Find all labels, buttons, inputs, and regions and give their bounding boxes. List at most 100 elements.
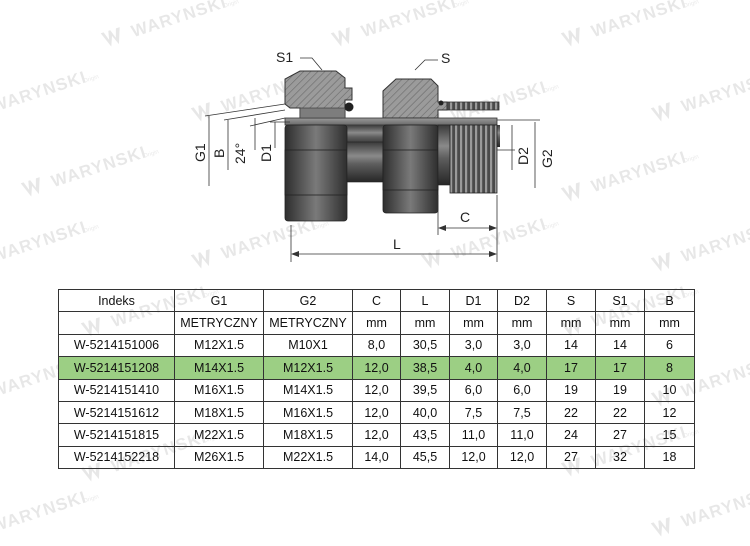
table-cell: 14,0 xyxy=(352,445,401,470)
fitting-drawing: S1 S G1 B 24° D1 D2 G2 C L xyxy=(192,49,555,262)
table-cell: 12,0 xyxy=(352,378,401,402)
table-cell: W-5214151612 xyxy=(58,400,175,425)
table-cell: 17 xyxy=(546,356,596,380)
table-cell xyxy=(58,311,175,335)
watermark-logo: WARYNSKIOrigin xyxy=(0,484,101,546)
table-cell: M22X1.5 xyxy=(263,445,353,470)
table-cell: B xyxy=(644,288,695,313)
label-l: L xyxy=(393,236,401,252)
table-cell: mm xyxy=(644,311,695,335)
table-cell: M14X1.5 xyxy=(174,356,264,380)
table-cell: 32 xyxy=(595,445,645,470)
table-cell: METRYCZNY xyxy=(174,311,264,335)
table-cell: M16X1.5 xyxy=(174,378,264,402)
table-cell: 40,0 xyxy=(400,400,450,425)
label-angle: 24° xyxy=(232,143,248,164)
table-cell: 19 xyxy=(595,378,645,402)
table-cell: M26X1.5 xyxy=(174,445,264,470)
table-cell: W-5214152218 xyxy=(58,445,175,470)
table-cell: 12,0 xyxy=(449,445,498,470)
table-cell: 4,0 xyxy=(497,356,547,380)
table-cell: M22X1.5 xyxy=(174,423,264,447)
table-cell: D2 xyxy=(497,288,547,313)
table-cell: 11,0 xyxy=(449,423,498,447)
table-cell: 7,5 xyxy=(449,400,498,425)
table-cell: 7,5 xyxy=(497,400,547,425)
table-cell: 22 xyxy=(546,400,596,425)
table-cell: L xyxy=(400,288,450,313)
table-cell: 22 xyxy=(595,400,645,425)
table-cell: M16X1.5 xyxy=(263,400,353,425)
table-cell: M12X1.5 xyxy=(174,333,264,358)
table-cell: mm xyxy=(400,311,450,335)
table-cell: 10 xyxy=(644,378,695,402)
table-cell: 14 xyxy=(595,333,645,358)
table-cell: M12X1.5 xyxy=(263,356,353,380)
label-g2: G2 xyxy=(539,149,555,168)
dimension-lines xyxy=(204,57,540,262)
watermark-logo: WARYNSKIOrigin xyxy=(650,479,750,542)
table-cell: G1 xyxy=(174,288,264,313)
watermark-subtext: Origin xyxy=(82,494,100,505)
table-cell: 6,0 xyxy=(497,378,547,402)
table-cell: C xyxy=(352,288,401,313)
table-cell: 6,0 xyxy=(449,378,498,402)
table-cell: 27 xyxy=(595,423,645,447)
table-cell: 27 xyxy=(546,445,596,470)
table-cell: 6 xyxy=(644,333,695,358)
table-cell: G2 xyxy=(263,288,353,313)
table-cell: 15 xyxy=(644,423,695,447)
table-cell: mm xyxy=(595,311,645,335)
table-cell: 12,0 xyxy=(352,356,401,380)
label-d1: D1 xyxy=(258,144,274,162)
table-cell: M18X1.5 xyxy=(263,423,353,447)
table-cell: mm xyxy=(449,311,498,335)
table-cell: 43,5 xyxy=(400,423,450,447)
table-cell: 8,0 xyxy=(352,333,401,358)
table-cell: M18X1.5 xyxy=(174,400,264,425)
table-cell: 11,0 xyxy=(497,423,547,447)
watermark-text: WARYNSKI xyxy=(678,482,750,532)
label-s: S xyxy=(441,50,450,66)
table-cell: 12 xyxy=(644,400,695,425)
table-cell: W-5214151208 xyxy=(58,356,175,380)
table-cell: W-5214151410 xyxy=(58,378,175,402)
cross-section xyxy=(284,70,500,126)
table-cell: 3,0 xyxy=(497,333,547,358)
table-cell: 17 xyxy=(595,356,645,380)
table-cell: 12,0 xyxy=(352,400,401,425)
table-cell: 12,0 xyxy=(497,445,547,470)
table-cell: 24 xyxy=(546,423,596,447)
table-cell: 8 xyxy=(644,356,695,380)
table-cell: M10X1 xyxy=(263,333,353,358)
table-cell: 45,5 xyxy=(400,445,450,470)
label-b: B xyxy=(211,149,227,158)
dimension-arrows xyxy=(291,225,497,257)
table-cell: M14X1.5 xyxy=(263,378,353,402)
table-cell: 4,0 xyxy=(449,356,498,380)
label-g1: G1 xyxy=(192,143,208,162)
table-cell: Indeks xyxy=(58,288,175,313)
table-cell: 18 xyxy=(644,445,695,470)
table-cell: mm xyxy=(546,311,596,335)
table-cell: mm xyxy=(352,311,401,335)
table-cell: S1 xyxy=(595,288,645,313)
watermark-text: WARYNSKI xyxy=(0,487,89,537)
table-cell: W-5214151815 xyxy=(58,423,175,447)
table-cell: W-5214151006 xyxy=(58,333,175,358)
table-cell: 12,0 xyxy=(352,423,401,447)
table-cell: 38,5 xyxy=(400,356,450,380)
table-cell: METRYCZNY xyxy=(263,311,353,335)
table-cell: S xyxy=(546,288,596,313)
table-cell: 30,5 xyxy=(400,333,450,358)
label-c: C xyxy=(460,209,470,225)
